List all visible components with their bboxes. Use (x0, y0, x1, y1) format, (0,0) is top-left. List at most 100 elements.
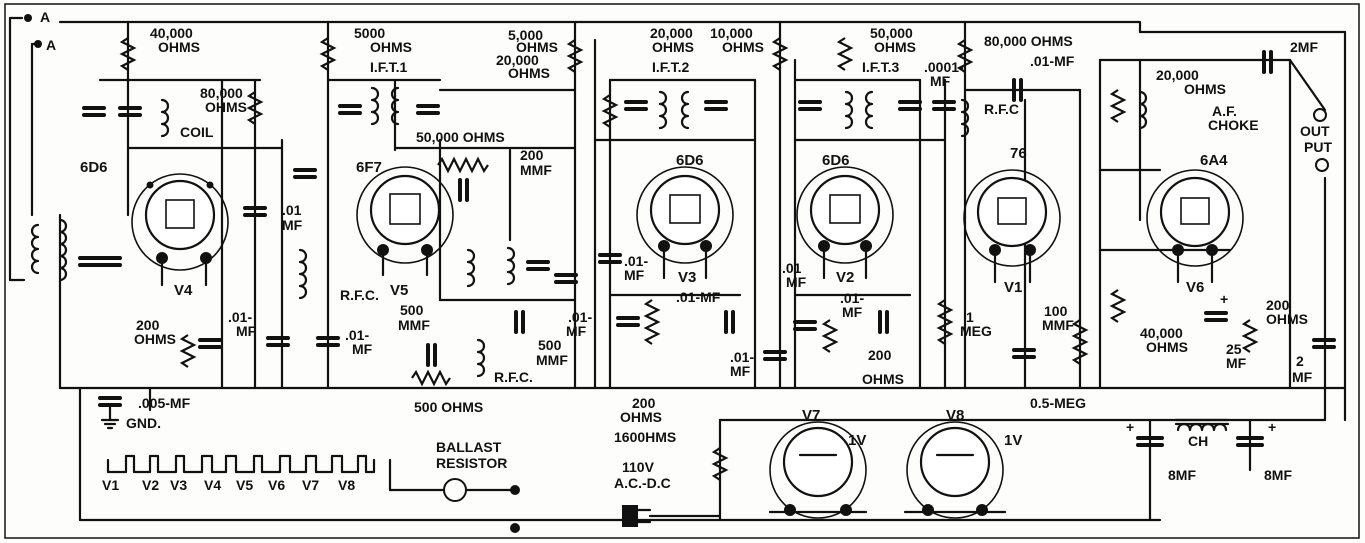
c-01f-label: .01-MF (676, 289, 721, 305)
terminal-labels: A A (40, 9, 56, 53)
c-01i-label: .01- (840, 290, 864, 306)
c-2mf-b-unit: MF (1292, 369, 1313, 385)
heater-v2: V2 (142, 477, 159, 493)
c-01-top-label: .01-MF (1030, 53, 1075, 69)
r-1meg-label: 1 (966, 309, 974, 325)
c-01h-label: .01- (730, 349, 754, 365)
c-25mf-unit: MF (1226, 355, 1247, 371)
c-0001-label: .0001- (924, 59, 964, 75)
af-choke-unit: CHOKE (1208, 117, 1259, 133)
r-20000-af-label: 20,000 (1156, 67, 1199, 83)
r-200b-unit: OHMS (620, 409, 662, 425)
heater-v8: V8 (338, 477, 355, 493)
af-choke-label: A.F. (1212, 103, 1237, 119)
c-200mmf-unit: MMF (520, 162, 552, 178)
tube-v7-type: 1V (848, 432, 866, 449)
heater-v1: V1 (102, 477, 119, 493)
ballast-label-2: RESISTOR (436, 455, 507, 471)
antenna-terminal[interactable] (24, 14, 32, 22)
c-005-label: .005-MF (138, 395, 191, 411)
terminal-a-top: A (40, 9, 50, 25)
tube-v7-id: V7 (802, 407, 820, 424)
tube-v8-id: V8 (946, 407, 964, 424)
r-40000b-label: 40,000 (1140, 325, 1183, 341)
output-terminals[interactable] (1313, 108, 1329, 172)
r-50000b-unit: OHMS (874, 39, 916, 55)
tube-v8-type: 1V (1004, 432, 1022, 449)
r-1600-label: 1600HMS (614, 429, 676, 445)
r-50000-label: 50,000 OHMS (416, 129, 505, 145)
r-200c-label: 200 (868, 347, 892, 363)
tube-v2-type: 6D6 (822, 152, 850, 169)
coil-label: COIL (180, 124, 214, 140)
tube-v8 (903, 421, 1007, 519)
r-200d-unit: OHMS (1266, 311, 1308, 327)
c-01a-label: .01 (282, 202, 302, 218)
ift3-label: I.F.T.3 (862, 59, 900, 75)
c-01d-unit: MF (566, 323, 587, 339)
output-label-1: OUT (1300, 123, 1330, 139)
r-20000c-label: 20,000 (650, 25, 693, 41)
ballast-label-1: BALLAST (436, 439, 502, 455)
heater-string (106, 454, 392, 492)
c-500mmf-b-unit: MMF (536, 352, 568, 368)
frame (4, 3, 1360, 539)
c-25mf-label: 25 (1226, 341, 1242, 357)
r-5000-unit: OHMS (370, 39, 412, 55)
tube-v1-type: 76 (1010, 145, 1027, 162)
gnd-label: GND. (126, 415, 161, 431)
component-labels: 40,000 OHMS 80,000 OHMS COIL 5000 OHMS I… (126, 25, 1332, 491)
coils (30, 86, 1230, 432)
r-200d-label: 200 (1266, 297, 1290, 313)
c-8mf-a-plus: + (1126, 419, 1134, 435)
r-50000b-label: 50,000 (870, 25, 913, 41)
tube-v4-id: V4 (174, 282, 193, 299)
c-500mmf-a-label: 500 (400, 302, 424, 318)
tube-v2 (796, 166, 894, 280)
r-5000b-unit: OHMS (516, 39, 558, 55)
r-200c-unit: OHMS (862, 371, 904, 387)
c-200mmf-label: 200 (520, 147, 544, 163)
supply-label-1: 110V (622, 459, 655, 475)
r-1meg-unit: MEG (960, 323, 992, 339)
r-80000-left-unit: OHMS (205, 99, 247, 115)
c-01c-label: .01- (345, 327, 369, 343)
c-100mmf-unit: MMF (1042, 317, 1074, 333)
r-20000b-label: 20,000 (496, 52, 539, 68)
c-01h-unit: MF (730, 363, 751, 379)
tube-v5-id: V5 (390, 282, 408, 299)
r-500-label: 500 OHMS (414, 399, 483, 415)
tube-v3-id: V3 (678, 269, 696, 286)
tube-v5-type: 6F7 (356, 159, 382, 176)
c-2mf-top-label: 2MF (1290, 39, 1318, 55)
c-2mf-b-label: 2 (1296, 353, 1304, 369)
r-40000-label: 40,000 (150, 25, 193, 41)
tube-v7 (768, 421, 868, 519)
c-25mf-plus: + (1220, 291, 1228, 307)
supply-label-2: A.C.-D.C (614, 475, 671, 491)
c-01d-label: .01- (568, 309, 592, 325)
ift1-label: I.F.T.1 (370, 59, 408, 75)
output-label-2: PUT (1304, 139, 1332, 155)
r-10000-unit: OHMS (722, 39, 764, 55)
c-8mf-a-label: 8MF (1168, 467, 1196, 483)
r-40000-unit: OHMS (158, 39, 200, 55)
antenna-terminal-2[interactable] (34, 40, 42, 48)
heater-v5: V5 (236, 477, 253, 493)
c-01c-unit: MF (352, 341, 373, 357)
r-20000c-unit: OHMS (652, 39, 694, 55)
r-200a-label: 200 (136, 317, 160, 333)
r-20000-af-unit: OHMS (1184, 81, 1226, 97)
c-01g-unit: MF (786, 274, 807, 290)
c-01b-label: .01- (228, 309, 252, 325)
tube-v1-id: V1 (1004, 279, 1022, 296)
capacitors (78, 50, 1336, 447)
terminal-a-bottom: A (46, 37, 56, 53)
r-5000b-label: 5,000 (508, 27, 543, 43)
choke-ch-label: CH (1188, 433, 1208, 449)
tube-v4 (131, 173, 229, 287)
heater-v6: V6 (268, 477, 285, 493)
tube-v6 (1146, 169, 1244, 284)
tube-v6-type: 6A4 (1200, 152, 1228, 169)
